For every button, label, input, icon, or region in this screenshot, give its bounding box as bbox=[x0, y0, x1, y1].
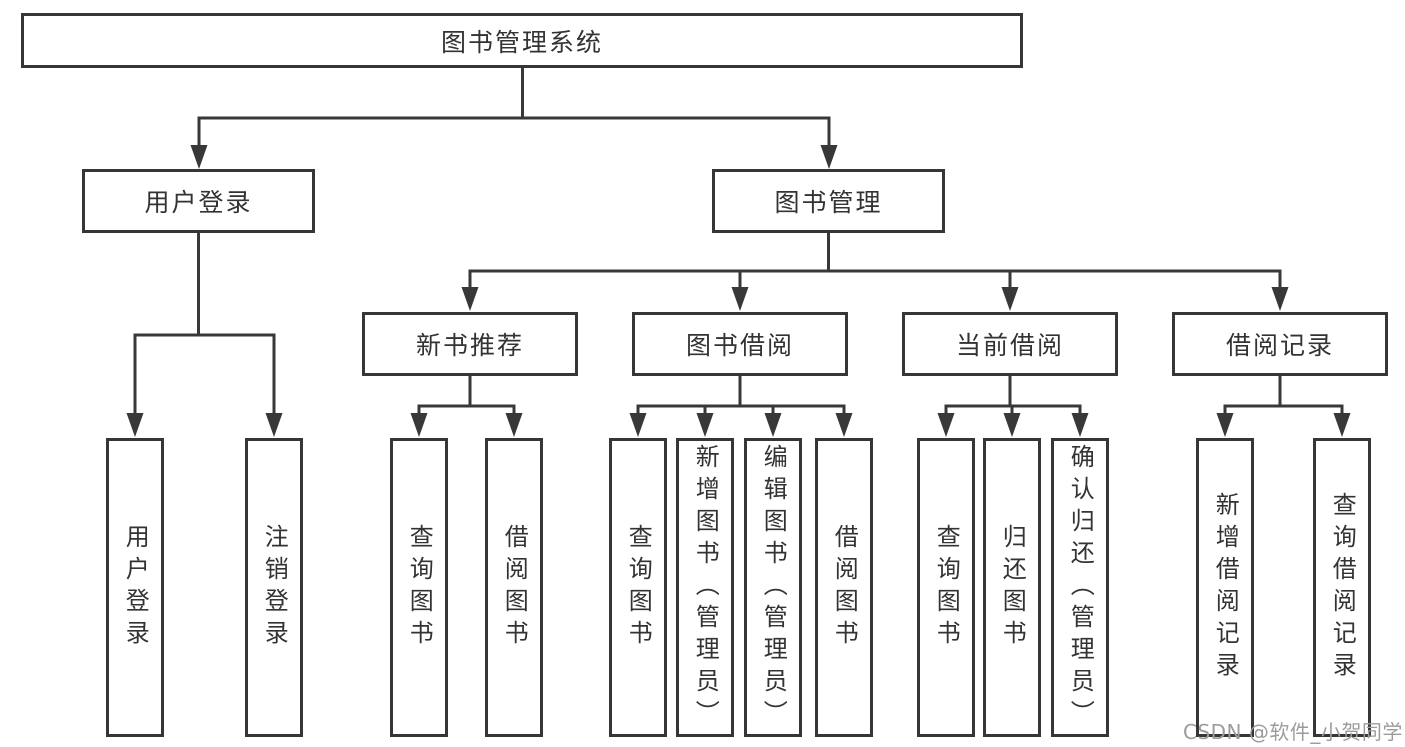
node-return-book: 归还图书 bbox=[983, 438, 1041, 737]
node-label: 归还图书 bbox=[998, 523, 1027, 652]
csdn-watermark: CSDN @软件_小贺同学 bbox=[1183, 720, 1403, 744]
node-logout: 注销登录 bbox=[245, 438, 303, 737]
node-label: 查询借阅记录 bbox=[1328, 491, 1357, 684]
node-current-borrow: 当前借阅 bbox=[902, 312, 1118, 376]
node-borrow-books: 借阅图书 bbox=[815, 438, 873, 737]
node-user-login: 用户登录 bbox=[106, 438, 164, 737]
node-label: 借阅记录 bbox=[1225, 331, 1334, 360]
node-user-login-branch: 用户登录 bbox=[82, 169, 315, 233]
node-label: 当前借阅 bbox=[955, 331, 1064, 360]
node-add-book-admin: 新增图书（管理员） bbox=[676, 438, 734, 737]
node-label: 用户登录 bbox=[121, 523, 150, 652]
node-label: 编辑图书（管理员） bbox=[759, 443, 788, 732]
node-label: 借阅图书 bbox=[830, 523, 859, 652]
node-query-books-current: 查询图书 bbox=[917, 438, 975, 737]
node-book-borrow: 图书借阅 bbox=[632, 312, 848, 376]
node-new-book-recommend: 新书推荐 bbox=[362, 312, 578, 376]
node-query-borrow-record: 查询借阅记录 bbox=[1313, 438, 1371, 737]
node-label: 新增借阅记录 bbox=[1211, 491, 1240, 684]
tree-edge-lines bbox=[133, 67, 1344, 414]
node-label: 查询图书 bbox=[932, 523, 961, 652]
node-label: 确认归还（管理员） bbox=[1066, 443, 1095, 732]
node-root-label: 图书管理系统 bbox=[440, 27, 603, 57]
node-label: 查询图书 bbox=[405, 523, 434, 652]
node-label: 用户登录 bbox=[144, 188, 253, 217]
node-label: 注销登录 bbox=[260, 523, 289, 652]
node-add-borrow-record: 新增借阅记录 bbox=[1196, 438, 1254, 737]
node-edit-book-admin: 编辑图书（管理员） bbox=[744, 438, 802, 737]
node-book-mgmt-branch: 图书管理 bbox=[712, 169, 945, 233]
node-label: 查询图书 bbox=[624, 523, 653, 652]
node-confirm-return-admin: 确认归还（管理员） bbox=[1051, 438, 1109, 737]
node-borrow-records: 借阅记录 bbox=[1172, 312, 1388, 376]
node-label: 新增图书（管理员） bbox=[691, 443, 720, 732]
arrowheads bbox=[126, 145, 1351, 437]
node-borrow-books-recommend: 借阅图书 bbox=[485, 438, 543, 737]
node-label: 图书借阅 bbox=[685, 331, 794, 360]
node-label: 图书管理 bbox=[774, 188, 883, 217]
node-query-books-borrow: 查询图书 bbox=[609, 438, 667, 737]
node-root: 图书管理系统 bbox=[21, 13, 1023, 68]
node-query-books-recommend: 查询图书 bbox=[390, 438, 448, 737]
node-label: 新书推荐 bbox=[415, 331, 524, 360]
node-label: 借阅图书 bbox=[500, 523, 529, 652]
